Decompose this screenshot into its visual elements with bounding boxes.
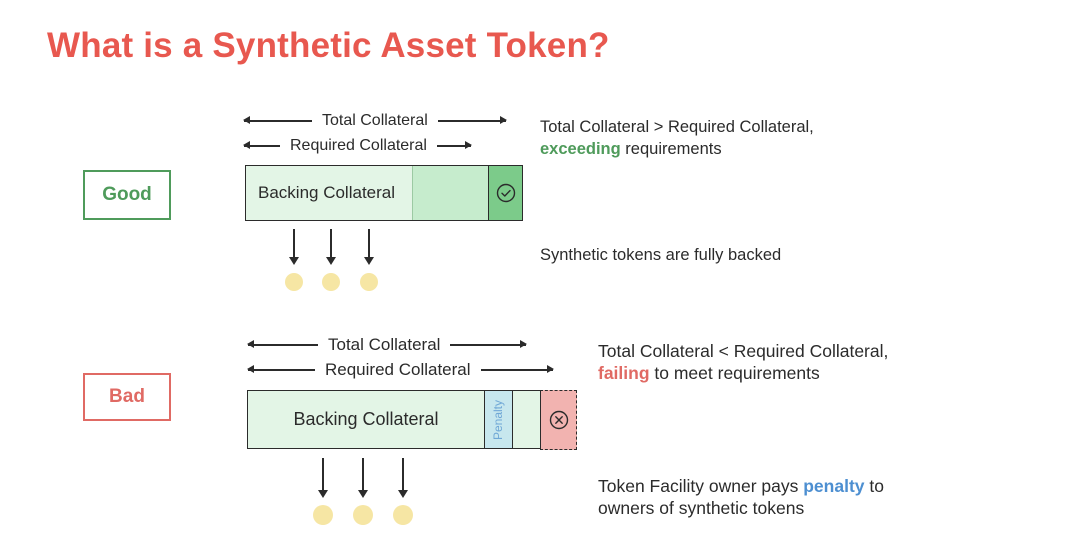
page-title: What is a Synthetic Asset Token? xyxy=(47,26,610,65)
good-description-rest: requirements xyxy=(620,140,722,158)
good-highlight-exceeding: exceeding xyxy=(540,140,621,158)
good-backing-collateral-segment: Backing Collateral xyxy=(246,166,412,220)
left-arrow-icon xyxy=(247,341,318,348)
synthetic-token-icon xyxy=(360,273,378,291)
bad-tokens-desc-post: to xyxy=(864,476,884,496)
down-arrow-icon xyxy=(289,229,299,265)
check-circle-icon xyxy=(496,183,515,203)
right-arrow-icon xyxy=(437,117,507,124)
bad-total-collateral-span: Total Collateral xyxy=(247,335,528,355)
good-total-collateral-label: Total Collateral xyxy=(322,112,428,129)
good-description-line2: exceeding requirements xyxy=(540,138,814,160)
synthetic-token-icon xyxy=(393,505,413,525)
bad-collateral-bar: Backing Collateral Penalty xyxy=(247,389,577,450)
bad-backing-collateral-label: Backing Collateral xyxy=(293,409,439,429)
left-arrow-icon xyxy=(243,117,312,124)
bad-tokens-description-line2: owners of synthetic tokens xyxy=(598,498,805,518)
good-required-collateral-label: Required Collateral xyxy=(290,137,427,154)
right-arrow-icon xyxy=(436,142,472,149)
penalty-segment: Penalty xyxy=(484,391,512,448)
bad-required-collateral-label: Required Collateral xyxy=(325,360,471,379)
bad-label: Bad xyxy=(83,373,171,421)
right-arrow-icon xyxy=(480,366,554,373)
synthetic-token-icon xyxy=(353,505,373,525)
good-required-collateral-span: Required Collateral xyxy=(243,137,472,155)
down-arrow-icon xyxy=(398,458,408,498)
good-collateral-bar: Backing Collateral xyxy=(245,165,523,221)
bad-highlight-failing: failing xyxy=(598,363,650,383)
good-description-line1: Total Collateral > Required Collateral, xyxy=(540,118,814,136)
synthetic-token-icon xyxy=(285,273,303,291)
x-circle-icon xyxy=(549,410,568,429)
penalty-label: Penalty xyxy=(491,399,506,440)
left-arrow-icon xyxy=(243,142,280,149)
good-tokens-description: Synthetic tokens are fully backed xyxy=(540,246,782,264)
bad-description-line2: failing to meet requirements xyxy=(598,362,888,384)
bad-tokens-description-line1: Token Facility owner pays penalty to xyxy=(598,475,884,497)
bad-required-gap-segment xyxy=(512,391,540,448)
bad-tokens-desc-pre: Token Facility owner pays xyxy=(598,476,804,496)
bad-status-segment xyxy=(540,389,577,450)
down-arrow-icon xyxy=(364,229,374,265)
synthetic-token-icon xyxy=(313,505,333,525)
bad-backing-collateral-segment: Backing Collateral xyxy=(248,391,484,448)
bad-description-line1: Total Collateral < Required Collateral, xyxy=(598,341,889,361)
right-arrow-icon xyxy=(450,341,528,348)
down-arrow-icon xyxy=(326,229,336,265)
left-arrow-icon xyxy=(247,366,315,373)
good-backing-collateral-label: Backing Collateral xyxy=(258,183,396,202)
good-total-collateral-span: Total Collateral xyxy=(243,112,507,130)
bad-highlight-penalty: penalty xyxy=(803,476,865,496)
bad-description-rest: to meet requirements xyxy=(649,363,820,383)
good-excess-collateral-segment xyxy=(412,166,488,220)
synthetic-token-icon xyxy=(322,273,340,291)
bad-description: Total Collateral < Required Collateral, … xyxy=(598,340,888,384)
down-arrow-icon xyxy=(358,458,368,498)
good-status-segment xyxy=(488,166,522,220)
good-description: Total Collateral > Required Collateral, … xyxy=(540,116,814,160)
bad-total-collateral-label: Total Collateral xyxy=(328,335,441,354)
down-arrow-icon xyxy=(318,458,328,498)
good-label: Good xyxy=(83,170,171,220)
bad-required-collateral-span: Required Collateral xyxy=(247,360,554,380)
bad-tokens-description: Token Facility owner pays penalty to own… xyxy=(598,475,884,519)
